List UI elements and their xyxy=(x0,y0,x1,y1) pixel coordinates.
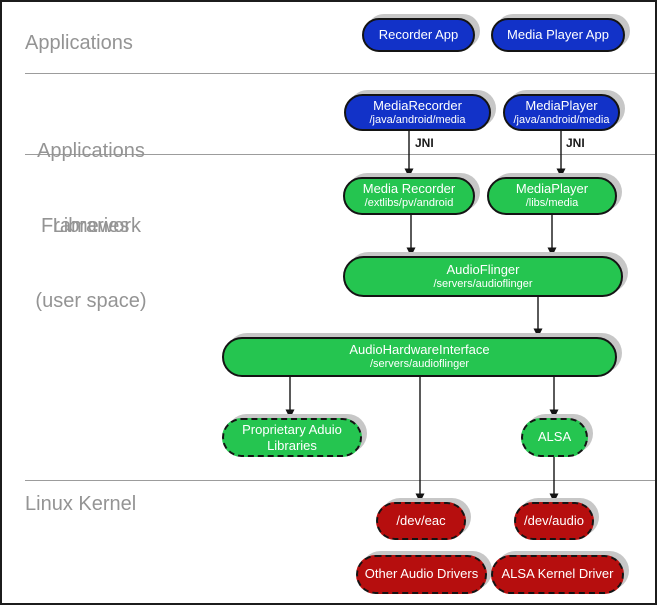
node-label: MediaPlayer xyxy=(525,97,598,113)
node-mediarecorder-framework: MediaRecorder /java/android/media xyxy=(344,94,491,131)
node-dev-audio: /dev/audio xyxy=(514,502,594,540)
node-path: /java/android/media xyxy=(369,113,466,126)
layer-label-libraries-line2: (user space) xyxy=(35,290,147,312)
node-label: Other Audio Drivers xyxy=(364,566,479,582)
node-label: Media Player App xyxy=(507,26,609,42)
node-label: AudioHardwareInterface xyxy=(349,342,490,358)
node-label: AudioFlinger xyxy=(446,261,520,277)
node-audioflinger: AudioFlinger /servers/audioflinger xyxy=(343,256,623,297)
layer-label-libraries: Libraries (user space) xyxy=(23,164,159,364)
layer-label-applications: Applications xyxy=(25,32,133,54)
divider-applications-framework xyxy=(25,73,655,74)
node-dev-eac: /dev/eac xyxy=(376,502,466,540)
layer-label-framework-line1: Applications xyxy=(37,140,145,162)
node-media-recorder-library: Media Recorder /extlibs/pv/android xyxy=(343,177,475,215)
node-label: Recorder App xyxy=(378,26,459,42)
node-label: Media Recorder xyxy=(362,181,456,197)
node-other-audio-drivers: Other Audio Drivers xyxy=(356,555,487,594)
node-path: /extlibs/pv/android xyxy=(364,197,454,210)
node-mediaplayer-library: MediaPlayer /libs/media xyxy=(487,177,617,215)
node-path: /servers/audioflinger xyxy=(433,277,533,290)
layer-label-framework-line2: Framework xyxy=(40,215,141,237)
layer-label-libraries-line1: Libraries xyxy=(52,215,130,237)
node-alsa-kernel-driver: ALSA Kernel Driver xyxy=(491,555,624,594)
divider-libraries-kernel xyxy=(25,480,655,481)
node-label: /dev/audio xyxy=(524,512,584,528)
node-label: MediaRecorder xyxy=(373,97,462,113)
node-mediaplayer-framework: MediaPlayer /java/android/media xyxy=(503,94,620,131)
node-label: MediaPlayer xyxy=(515,181,589,197)
layer-label-linux-kernel: Linux Kernel xyxy=(25,493,137,515)
node-media-player-app: Media Player App xyxy=(491,18,625,52)
node-alsa: ALSA xyxy=(521,418,588,457)
node-path: /servers/audioflinger xyxy=(369,358,470,371)
node-recorder-app: Recorder App xyxy=(362,18,475,52)
jni-label-right: JNI xyxy=(566,136,585,150)
layer-label-applications-framework: Applications Framework xyxy=(23,89,159,289)
node-label-line2: Libraries xyxy=(267,437,317,453)
node-label: /dev/eac xyxy=(396,512,446,528)
jni-label-left: JNI xyxy=(415,136,434,150)
divider-framework-libraries xyxy=(25,154,655,155)
node-label: ALSA xyxy=(537,429,572,445)
node-label: Proprietary Aduio xyxy=(242,421,342,437)
node-audiohardwareinterface: AudioHardwareInterface /servers/audiofli… xyxy=(222,337,617,377)
node-path: /libs/media xyxy=(525,197,579,210)
node-label: ALSA Kernel Driver xyxy=(501,566,614,582)
node-path: /java/android/media xyxy=(513,113,610,126)
node-proprietary-audio-libraries: Proprietary Aduio Libraries xyxy=(222,418,362,457)
